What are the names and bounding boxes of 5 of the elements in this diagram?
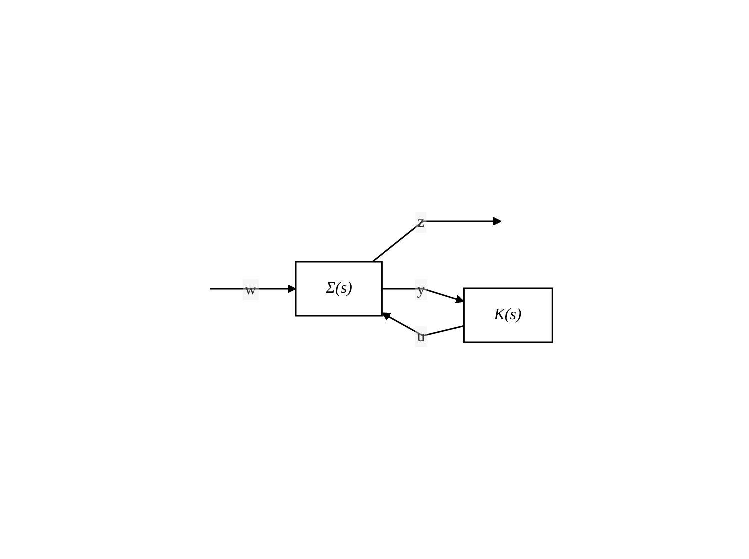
- block-box: Σ(s): [295, 261, 384, 316]
- signal-arrow: [372, 216, 502, 262]
- signal-arrow: [382, 312, 465, 337]
- signal-arrow: [382, 288, 465, 304]
- block-box: K(s): [464, 288, 554, 343]
